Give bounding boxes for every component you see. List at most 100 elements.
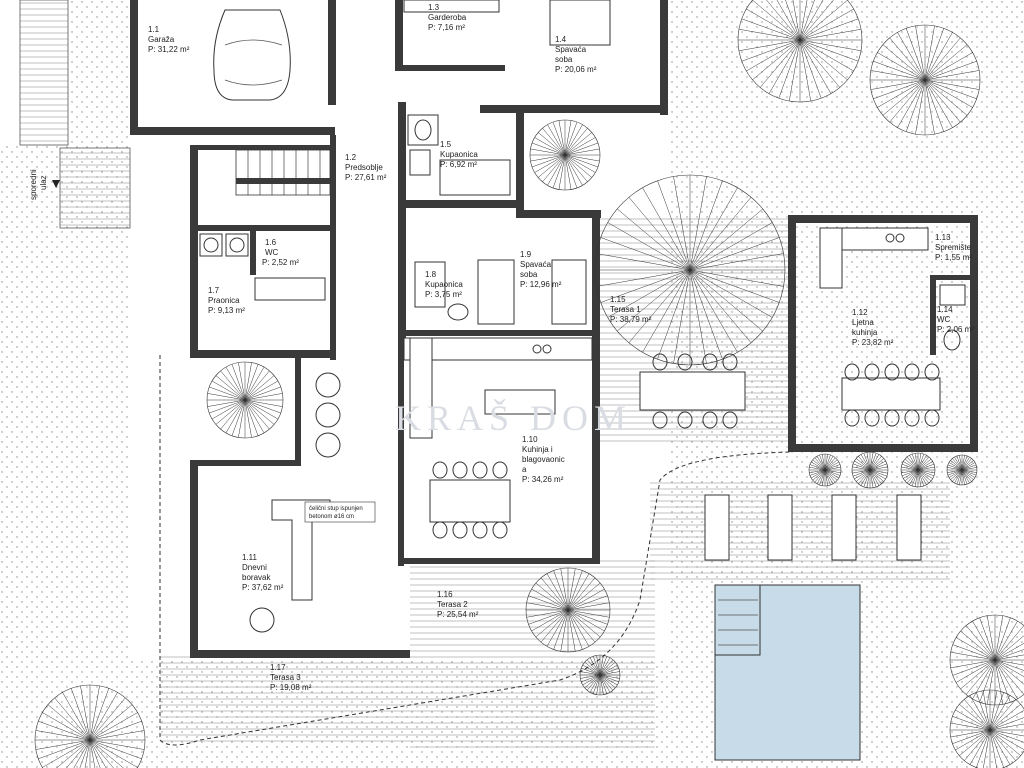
tree-ray (766, 0, 801, 41)
tree-ray (824, 466, 841, 471)
tree-ray (869, 469, 887, 477)
tree-ray (564, 154, 572, 190)
tree-ray (244, 386, 281, 401)
tree-ray (89, 720, 142, 741)
tree-ray (599, 674, 608, 694)
tree-ray (552, 122, 566, 156)
tree-ray (961, 464, 977, 471)
tree-ray (89, 730, 145, 741)
tree-ray (809, 469, 826, 476)
svg-text:1.16: 1.16 (437, 590, 453, 599)
terrace-dining-table (639, 353, 746, 429)
tree-ray (244, 399, 279, 420)
tree-ray (799, 39, 854, 72)
tree-ray (564, 120, 572, 156)
tree-ray (596, 269, 691, 287)
tree-ray (869, 463, 887, 471)
tree-ray (994, 642, 1024, 661)
wardrobe-icon (403, 0, 500, 13)
tree-ray (956, 469, 963, 485)
tree-ray (950, 729, 991, 738)
tree-ray (821, 469, 826, 486)
tree-ray (209, 386, 246, 401)
tree-ray (788, 39, 801, 102)
tree-ray (244, 399, 283, 407)
tree-ray (972, 620, 996, 661)
tree-ray (244, 399, 265, 434)
tree-ray (741, 39, 801, 62)
tree-ray (901, 463, 919, 471)
tree-ray (567, 570, 583, 611)
tree-ray (799, 0, 808, 41)
tree-ray (689, 180, 723, 271)
tree-ray (960, 659, 996, 690)
tree-ray (538, 154, 566, 178)
tree-ray (89, 697, 126, 741)
tree-ray (854, 460, 871, 471)
tree-ray (567, 573, 590, 611)
tree-ray (809, 469, 826, 474)
svg-text:Terasa 1: Terasa 1 (610, 305, 641, 314)
svg-text:P: 19,08 m²: P: 19,08 m² (270, 683, 312, 692)
tree-ray (824, 469, 834, 484)
tree-ray (960, 630, 996, 661)
tree-ray (70, 688, 91, 741)
tree-ray (56, 739, 91, 768)
staircase (235, 149, 331, 196)
room-label-1-2: 1.2 Predsoblje P: 27,61 m² (345, 153, 387, 182)
tree-ray (553, 609, 569, 650)
tree-ray (903, 461, 919, 471)
tree-ray (220, 399, 246, 430)
svg-text:Praonica: Praonica (208, 296, 240, 305)
tree-ray (799, 39, 859, 62)
tree-ray (581, 667, 601, 676)
tree-ray (869, 452, 874, 471)
tree-ray (994, 659, 1024, 695)
tree-ray (657, 269, 691, 360)
tree-ray (607, 269, 691, 318)
tree-ray (853, 469, 871, 477)
tree-ray (225, 366, 246, 401)
tree-ray (961, 469, 968, 485)
tree-ray (225, 399, 246, 434)
svg-text:1.9: 1.9 (520, 250, 532, 259)
tree-ray (924, 52, 973, 81)
tree-ray (599, 661, 616, 676)
tree-ray (768, 39, 801, 94)
tree-ray (989, 710, 1024, 731)
tree-ray (824, 454, 831, 471)
tree-ray (869, 469, 877, 487)
tree-ray (89, 739, 124, 768)
tree-ray (89, 739, 96, 768)
tree-ray (924, 28, 945, 81)
tree-ray (989, 729, 1004, 768)
tree-ray (62, 692, 91, 741)
tree-ray (689, 269, 763, 332)
tree-ray (47, 704, 91, 741)
tree-ray (989, 704, 1021, 731)
tree-ray (909, 469, 919, 485)
bathroom-fixtures (407, 114, 511, 321)
tree-ray (956, 455, 963, 471)
svg-text:ulaz: ulaz (39, 175, 48, 190)
tree-ray (904, 469, 919, 482)
tree-ray (564, 154, 598, 168)
tree-ray (531, 609, 569, 632)
tree-ray (901, 469, 919, 474)
svg-text:P: 23,82 m²: P: 23,82 m² (852, 338, 894, 347)
tree-ray (564, 142, 598, 156)
tree-ray (567, 609, 605, 632)
tree-ray (211, 399, 246, 420)
tree-ray (982, 690, 991, 731)
column-note: čelični stup ispunjen betonom ø16 cm (304, 501, 376, 523)
tree-ray (589, 657, 601, 676)
tree-ray (917, 469, 932, 482)
tree-ray (532, 154, 566, 168)
tree-ray (952, 716, 991, 731)
tree-ray (814, 457, 826, 471)
tree-ray (873, 79, 926, 100)
tree-ray (531, 588, 569, 611)
tree-ray (546, 609, 569, 647)
svg-text:P: 27,61 m²: P: 27,61 m² (345, 173, 387, 182)
tree-ray (538, 132, 566, 156)
